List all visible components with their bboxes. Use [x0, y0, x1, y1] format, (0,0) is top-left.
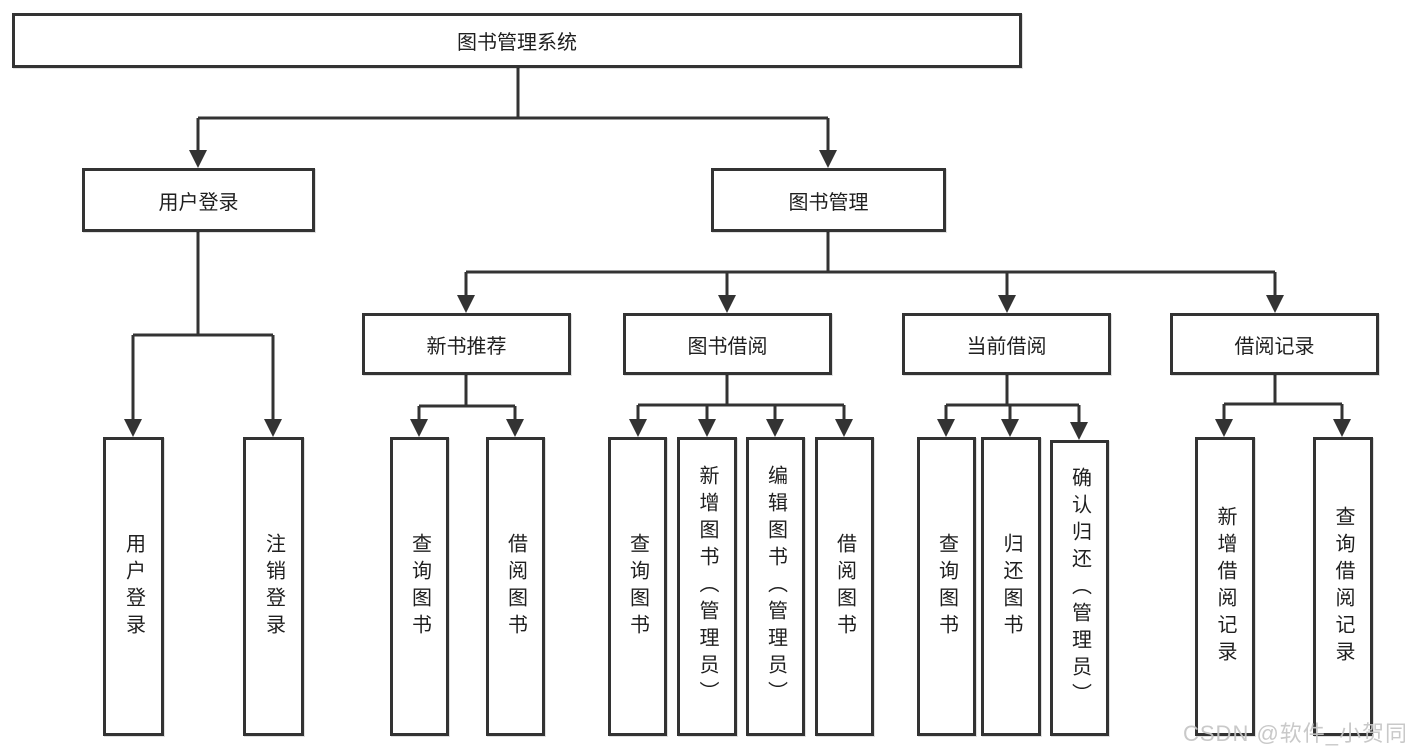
leaf-edit-book-admin: 编辑图书（管理员）	[746, 437, 805, 736]
node-label: 图书借阅	[687, 335, 768, 358]
leaf-label: 查询图书	[626, 532, 649, 641]
node-label: 图书管理	[788, 191, 869, 214]
node-label: 新书推荐	[426, 335, 507, 358]
leaf-borrow-books-recommend: 借阅图书	[486, 437, 545, 736]
node-current-borrowing: 当前借阅	[902, 313, 1111, 375]
leaf-label: 查询图书	[935, 532, 958, 641]
leaf-label: 新增图书（管理员）	[696, 465, 718, 708]
leaf-return-book: 归还图书	[981, 437, 1041, 736]
leaf-user-login: 用户登录	[103, 437, 164, 736]
node-label: 图书管理系统	[457, 32, 577, 54]
leaf-label: 借阅图书	[504, 532, 527, 641]
leaf-label: 确认归还（管理员）	[1068, 466, 1091, 710]
leaf-label: 查询图书	[408, 532, 431, 641]
connector-paths	[131, 66, 1344, 436]
leaf-add-book-admin: 新增图书（管理员）	[677, 437, 737, 736]
node-borrowing-records: 借阅记录	[1170, 313, 1379, 375]
leaf-logout: 注销登录	[243, 437, 304, 736]
leaf-label: 借阅图书	[833, 532, 856, 641]
leaf-label: 归还图书	[1000, 532, 1022, 641]
node-new-book-recommendation: 新书推荐	[362, 313, 571, 375]
leaf-borrow-books: 借阅图书	[815, 437, 874, 736]
node-book-management: 图书管理	[711, 168, 946, 232]
leaf-add-borrow-record: 新增借阅记录	[1195, 437, 1255, 736]
node-label: 借阅记录	[1234, 335, 1315, 358]
leaf-confirm-return-admin: 确认归还（管理员）	[1050, 440, 1109, 736]
node-user-login: 用户登录	[82, 168, 315, 232]
node-library-management-system: 图书管理系统	[12, 13, 1022, 68]
node-book-borrowing: 图书借阅	[623, 313, 832, 375]
leaf-query-books-recommend: 查询图书	[390, 437, 449, 736]
leaf-label: 用户登录	[122, 532, 145, 641]
csdn-watermark: CSDN @软件_小贺同学	[1183, 721, 1405, 746]
leaf-label: 注销登录	[262, 532, 285, 641]
leaf-query-books-borrow: 查询图书	[608, 437, 667, 736]
leaf-query-borrow-record: 查询借阅记录	[1313, 437, 1373, 736]
arrowheads	[124, 150, 1351, 440]
node-label: 当前借阅	[966, 335, 1047, 358]
leaf-label: 新增借阅记录	[1214, 505, 1236, 668]
leaf-label: 编辑图书（管理员）	[764, 465, 787, 708]
node-label: 用户登录	[158, 191, 239, 214]
leaf-query-books-current: 查询图书	[917, 437, 976, 736]
leaf-label: 查询借阅记录	[1332, 505, 1354, 668]
